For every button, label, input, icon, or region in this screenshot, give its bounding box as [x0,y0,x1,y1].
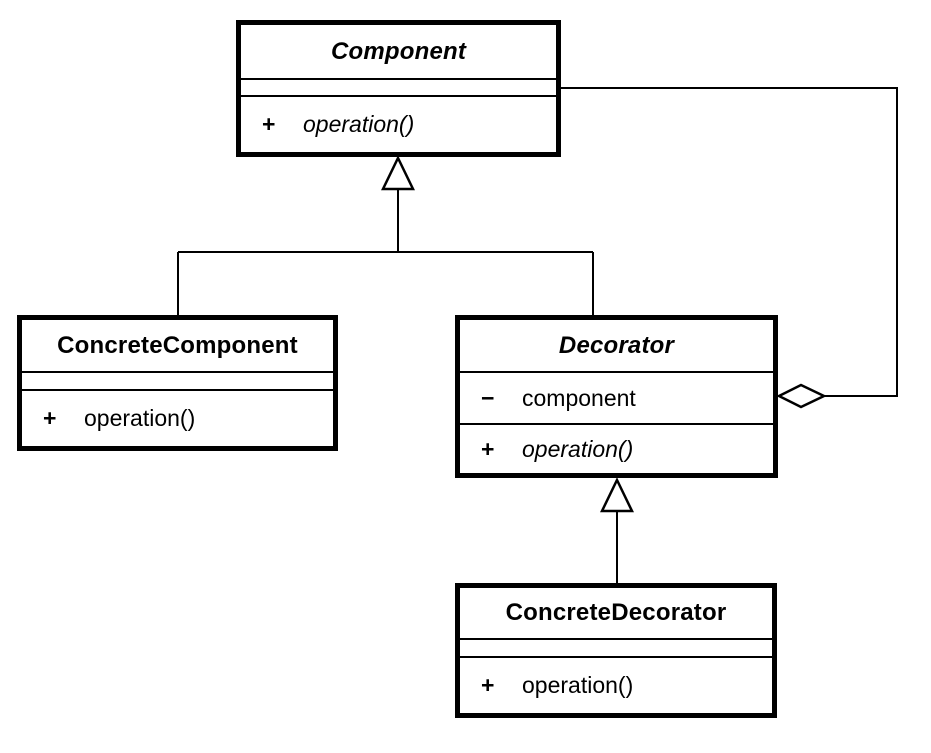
class-title-section: Decorator [460,320,773,373]
method-signature: operation() [522,672,634,698]
class-title-section: ConcreteDecorator [460,588,772,640]
method-signature: operation() [303,111,415,137]
class-methods-section: + operation() [241,97,556,152]
visibility-symbol: − [481,384,495,411]
class-methods-section: + operation() [460,425,773,473]
visibility-symbol: + [43,405,57,431]
class-name: ConcreteComponent [57,331,298,359]
class-box-component: Component + operation() [236,20,561,157]
generalization-arrow-icon [381,155,415,191]
class-title-section: Component [241,25,556,80]
attribute-row: − component [460,373,773,423]
class-name: Component [330,37,467,65]
method-row: + operation() [460,425,773,473]
generalization-to-component-lines [177,189,594,315]
class-box-concrete-component: ConcreteComponent + operation() [17,315,338,451]
class-box-decorator: Decorator − component + operation() [455,315,778,478]
class-methods-section: + operation() [22,391,333,446]
visibility-symbol: + [262,111,276,137]
visibility-symbol: + [481,435,495,462]
method-signature: operation() [84,405,196,431]
class-name: Decorator [558,331,675,359]
class-attributes-section [22,373,333,391]
method-row: + operation() [22,391,333,446]
generalization-arrow-icon [600,477,634,513]
class-attributes-section: − component [460,373,773,425]
class-name: ConcreteDecorator [505,599,727,626]
method-signature: operation() [522,435,634,462]
class-attributes-section [460,640,772,658]
aggregation-diamond-icon [776,383,827,409]
class-methods-section: + operation() [460,658,772,713]
class-box-concrete-decorator: ConcreteDecorator + operation() [455,583,777,718]
class-title-section: ConcreteComponent [22,320,333,373]
class-attributes-section [241,80,556,97]
visibility-symbol: + [481,672,495,698]
method-row: + operation() [241,97,556,152]
method-row: + operation() [460,658,772,713]
attribute-name: component [522,384,636,411]
